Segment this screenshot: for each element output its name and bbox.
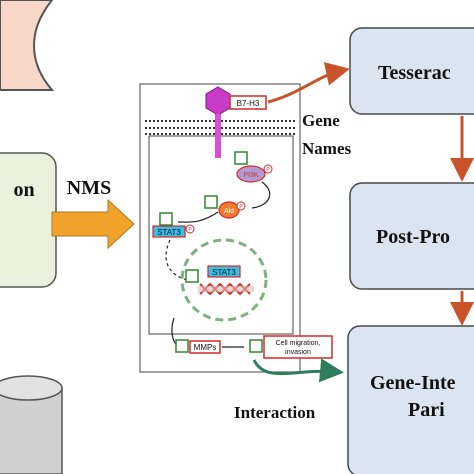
pi3k-marker	[234, 151, 248, 165]
nucleus	[180, 238, 268, 322]
pi3k-phospho-icon	[263, 164, 273, 174]
akt-marker	[204, 195, 218, 209]
outcome-marker	[249, 339, 263, 353]
b7h3-label: B7-H3	[237, 99, 260, 108]
nms-label: NMS	[67, 177, 111, 199]
gene-interaction-label-line2: Pari	[408, 399, 445, 421]
akt-phospho-icon	[236, 201, 246, 211]
mmps-box	[189, 340, 221, 354]
pi3k-label: PI3K	[243, 172, 259, 179]
akt-label: Akt	[224, 208, 234, 215]
stat3-nuclear-marker	[185, 269, 199, 283]
stat3-node-cytoplasm	[152, 225, 186, 238]
mmps-label: MMPs	[194, 343, 217, 352]
cell-membrane	[145, 120, 296, 135]
pi3k-phospho: P	[266, 167, 270, 173]
akt-to-stat3-link	[177, 211, 219, 223]
partial-shape-top-left	[0, 0, 55, 91]
outcome-to-interaction-arrow	[252, 358, 344, 383]
akt-phospho: P	[239, 204, 243, 210]
stat3-label-nucleus: STAT3	[212, 268, 236, 277]
gene-interaction-label-line1: Gene-Inte	[370, 372, 456, 394]
left-box-partial	[0, 152, 57, 288]
gene-names-label-line1: Gene	[302, 111, 340, 130]
receptor-stalk	[215, 114, 221, 158]
gene-names-label-line2: Names	[302, 139, 351, 158]
receptor-to-tesseract-arrow	[267, 62, 350, 104]
database-cylinder	[0, 375, 63, 474]
stat3-marker	[159, 212, 173, 226]
mmps-marker	[175, 339, 189, 353]
outcome-label-line1: Cell migration,	[276, 340, 321, 347]
interaction-label: Interaction	[234, 403, 316, 422]
pathway-figure: B7-H3 PI3K P Akt P STAT3 P STAT3 MMPs	[139, 83, 333, 373]
tesseract-box	[349, 27, 474, 115]
stat3-label-cytoplasm: STAT3	[157, 228, 181, 237]
stat3-node-nucleus	[207, 265, 241, 278]
tesseract-label: Tesserac	[378, 62, 451, 84]
stat3-phospho: P	[188, 227, 192, 233]
dna-bar	[198, 286, 254, 292]
post-processing-label: Post-Pro	[376, 226, 450, 248]
b7h3-label-box	[229, 95, 267, 110]
post-processing-box	[349, 182, 474, 290]
pi3k-node	[236, 165, 266, 183]
left-box-label: on	[13, 179, 34, 201]
pi3k-to-akt-link	[251, 181, 271, 209]
outcome-label-line2: invasion	[285, 349, 311, 356]
nms-arrow	[51, 198, 135, 250]
gene-interaction-box	[347, 325, 474, 474]
stat3-phospho-icon	[185, 224, 195, 234]
outcome-box	[263, 335, 333, 359]
